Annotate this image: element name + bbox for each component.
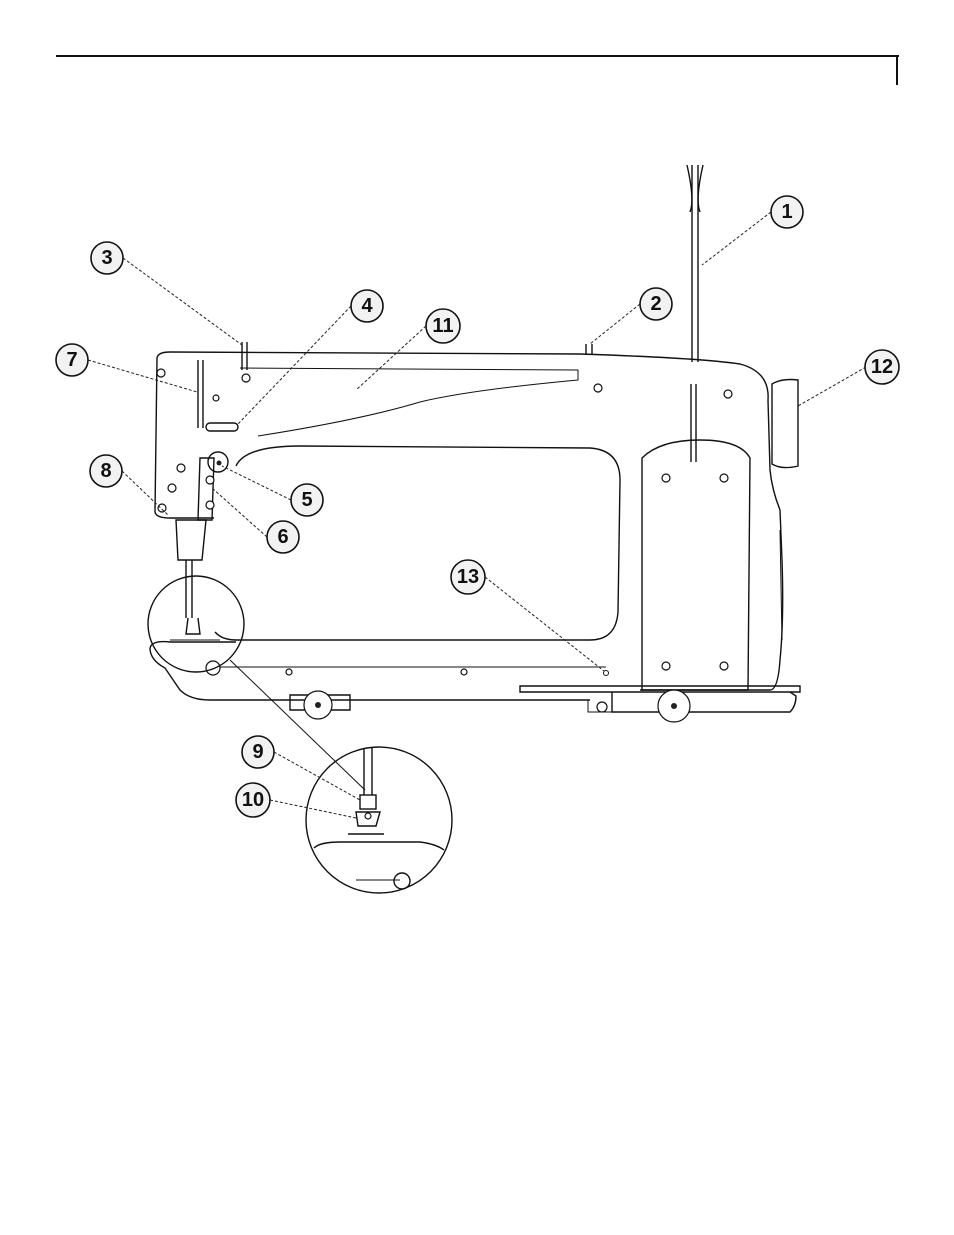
- callout-label: 6: [277, 526, 288, 548]
- callout-label: 4: [361, 295, 373, 317]
- callout-8: 8: [90, 455, 122, 487]
- callout-label: 12: [871, 356, 893, 378]
- callout-label: 10: [242, 789, 264, 811]
- callout-label: 9: [252, 741, 263, 763]
- callout-2: 2: [640, 288, 672, 320]
- callout-7: 7: [56, 344, 88, 376]
- callout-10: 10: [236, 783, 270, 817]
- callout-label: 7: [66, 349, 77, 371]
- callout-6: 6: [267, 521, 299, 553]
- callout-label: 11: [432, 315, 453, 337]
- callout-label: 8: [100, 460, 111, 482]
- callout-1: 1: [771, 196, 803, 228]
- callout-9: 9: [242, 736, 274, 768]
- callout-label: 1: [781, 201, 792, 223]
- callout-11: 11: [426, 309, 460, 343]
- callout-4: 4: [351, 290, 383, 322]
- callout-label: 13: [457, 566, 479, 588]
- callout-12: 12: [865, 350, 899, 384]
- callout-13: 13: [451, 560, 485, 594]
- presser-foot-detail: [306, 747, 452, 893]
- callout-label: 2: [650, 293, 661, 315]
- callout-label: 5: [301, 489, 312, 511]
- machine-body: [150, 165, 800, 722]
- callout-5: 5: [291, 484, 323, 516]
- callout-label: 3: [101, 247, 112, 269]
- callout-3: 3: [91, 242, 123, 274]
